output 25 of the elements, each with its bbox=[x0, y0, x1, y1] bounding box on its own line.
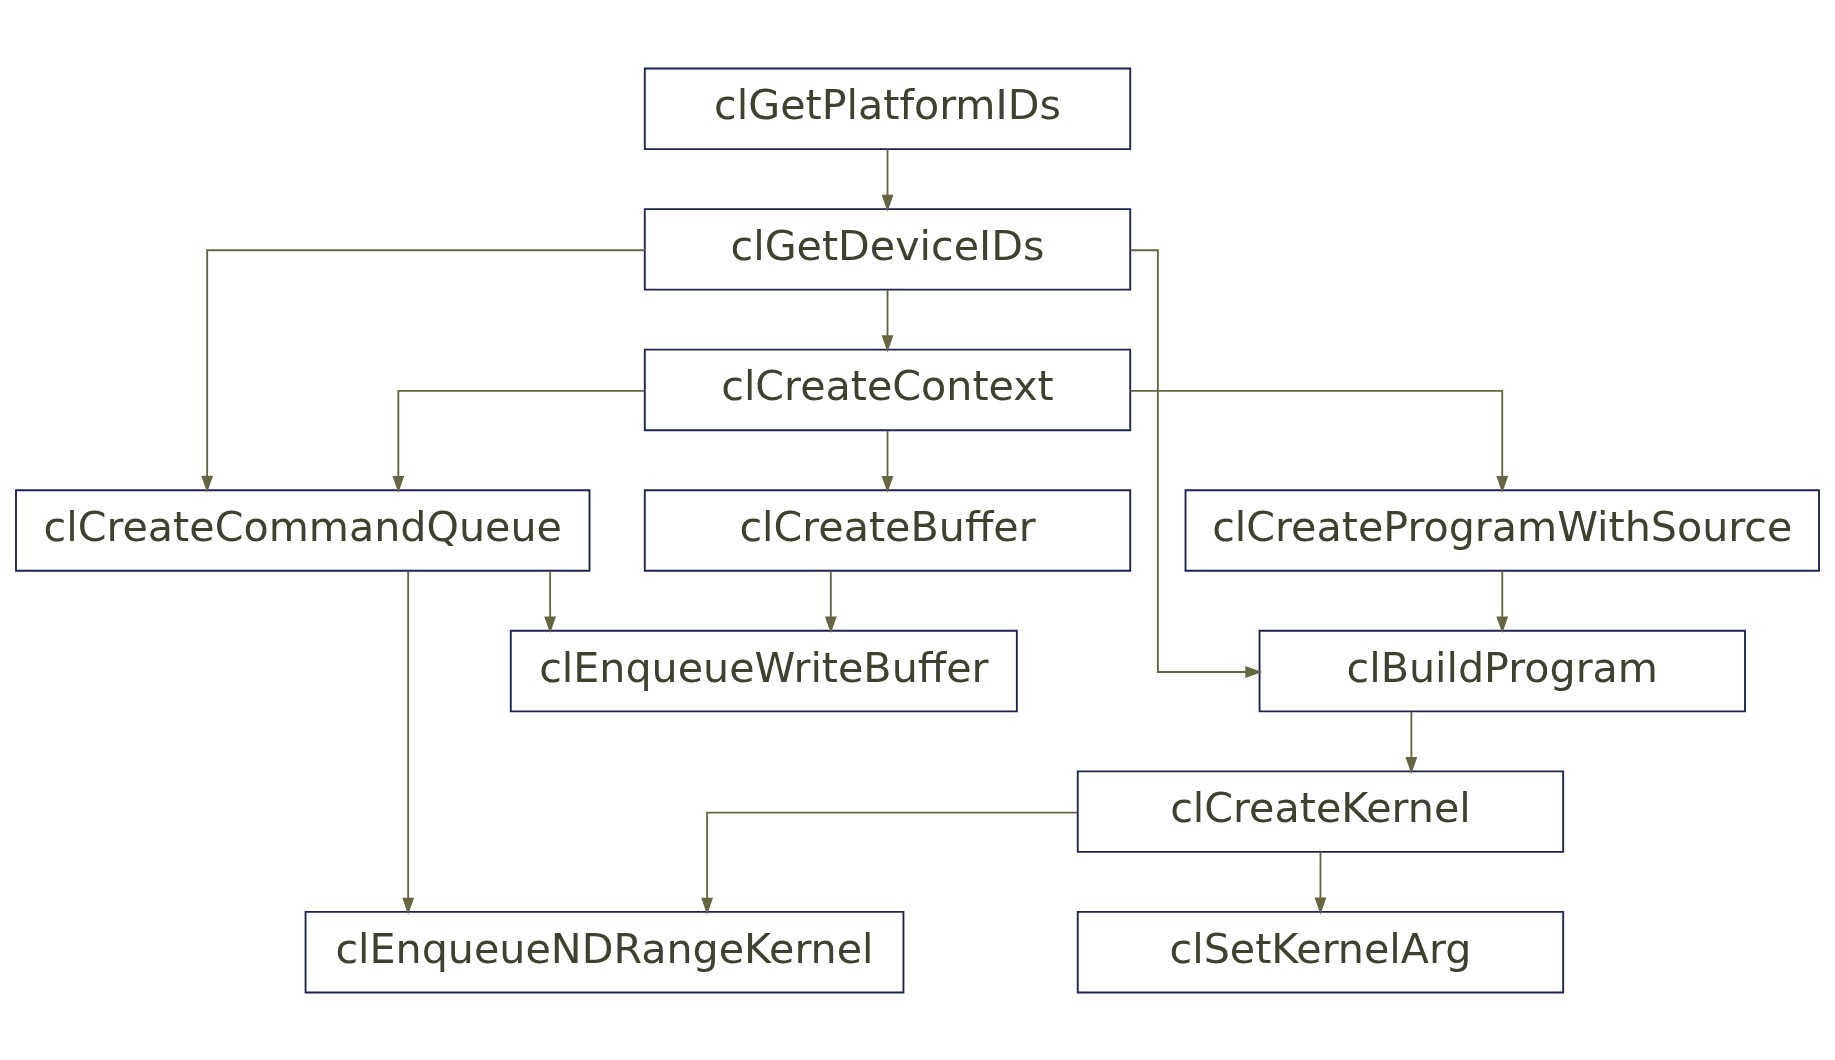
node-box: clCreateCommandQueue bbox=[15, 488, 591, 572]
node-box: clSetKernelArg bbox=[1076, 910, 1565, 993]
arrow bbox=[881, 429, 894, 493]
arrow bbox=[881, 288, 894, 352]
arrow bbox=[1129, 389, 1509, 493]
arrow bbox=[1496, 569, 1509, 633]
arrow bbox=[402, 569, 415, 915]
arrow bbox=[544, 569, 557, 633]
arrow bbox=[1129, 248, 1263, 678]
node-box: clEnqueueWriteBuffer bbox=[509, 629, 1018, 712]
node-box: clCreateKernel bbox=[1076, 769, 1565, 853]
node-box: clCreateContext bbox=[643, 348, 1132, 431]
arrow bbox=[701, 811, 1079, 915]
arrow bbox=[881, 148, 894, 212]
node-box: clCreateBuffer bbox=[643, 488, 1132, 572]
arrow bbox=[201, 248, 646, 493]
node-box: clBuildProgram bbox=[1258, 629, 1746, 712]
node-box: clGetPlatformIDs bbox=[643, 67, 1132, 150]
arrow bbox=[392, 389, 646, 493]
node-box: clGetDeviceIDs bbox=[643, 207, 1132, 291]
arrow bbox=[1405, 710, 1418, 774]
arrow bbox=[824, 569, 837, 633]
node-box: clEnqueueNDRangeKernel bbox=[304, 910, 905, 993]
arrow bbox=[1314, 850, 1327, 914]
node-box: clCreateProgramWithSource bbox=[1184, 488, 1820, 572]
